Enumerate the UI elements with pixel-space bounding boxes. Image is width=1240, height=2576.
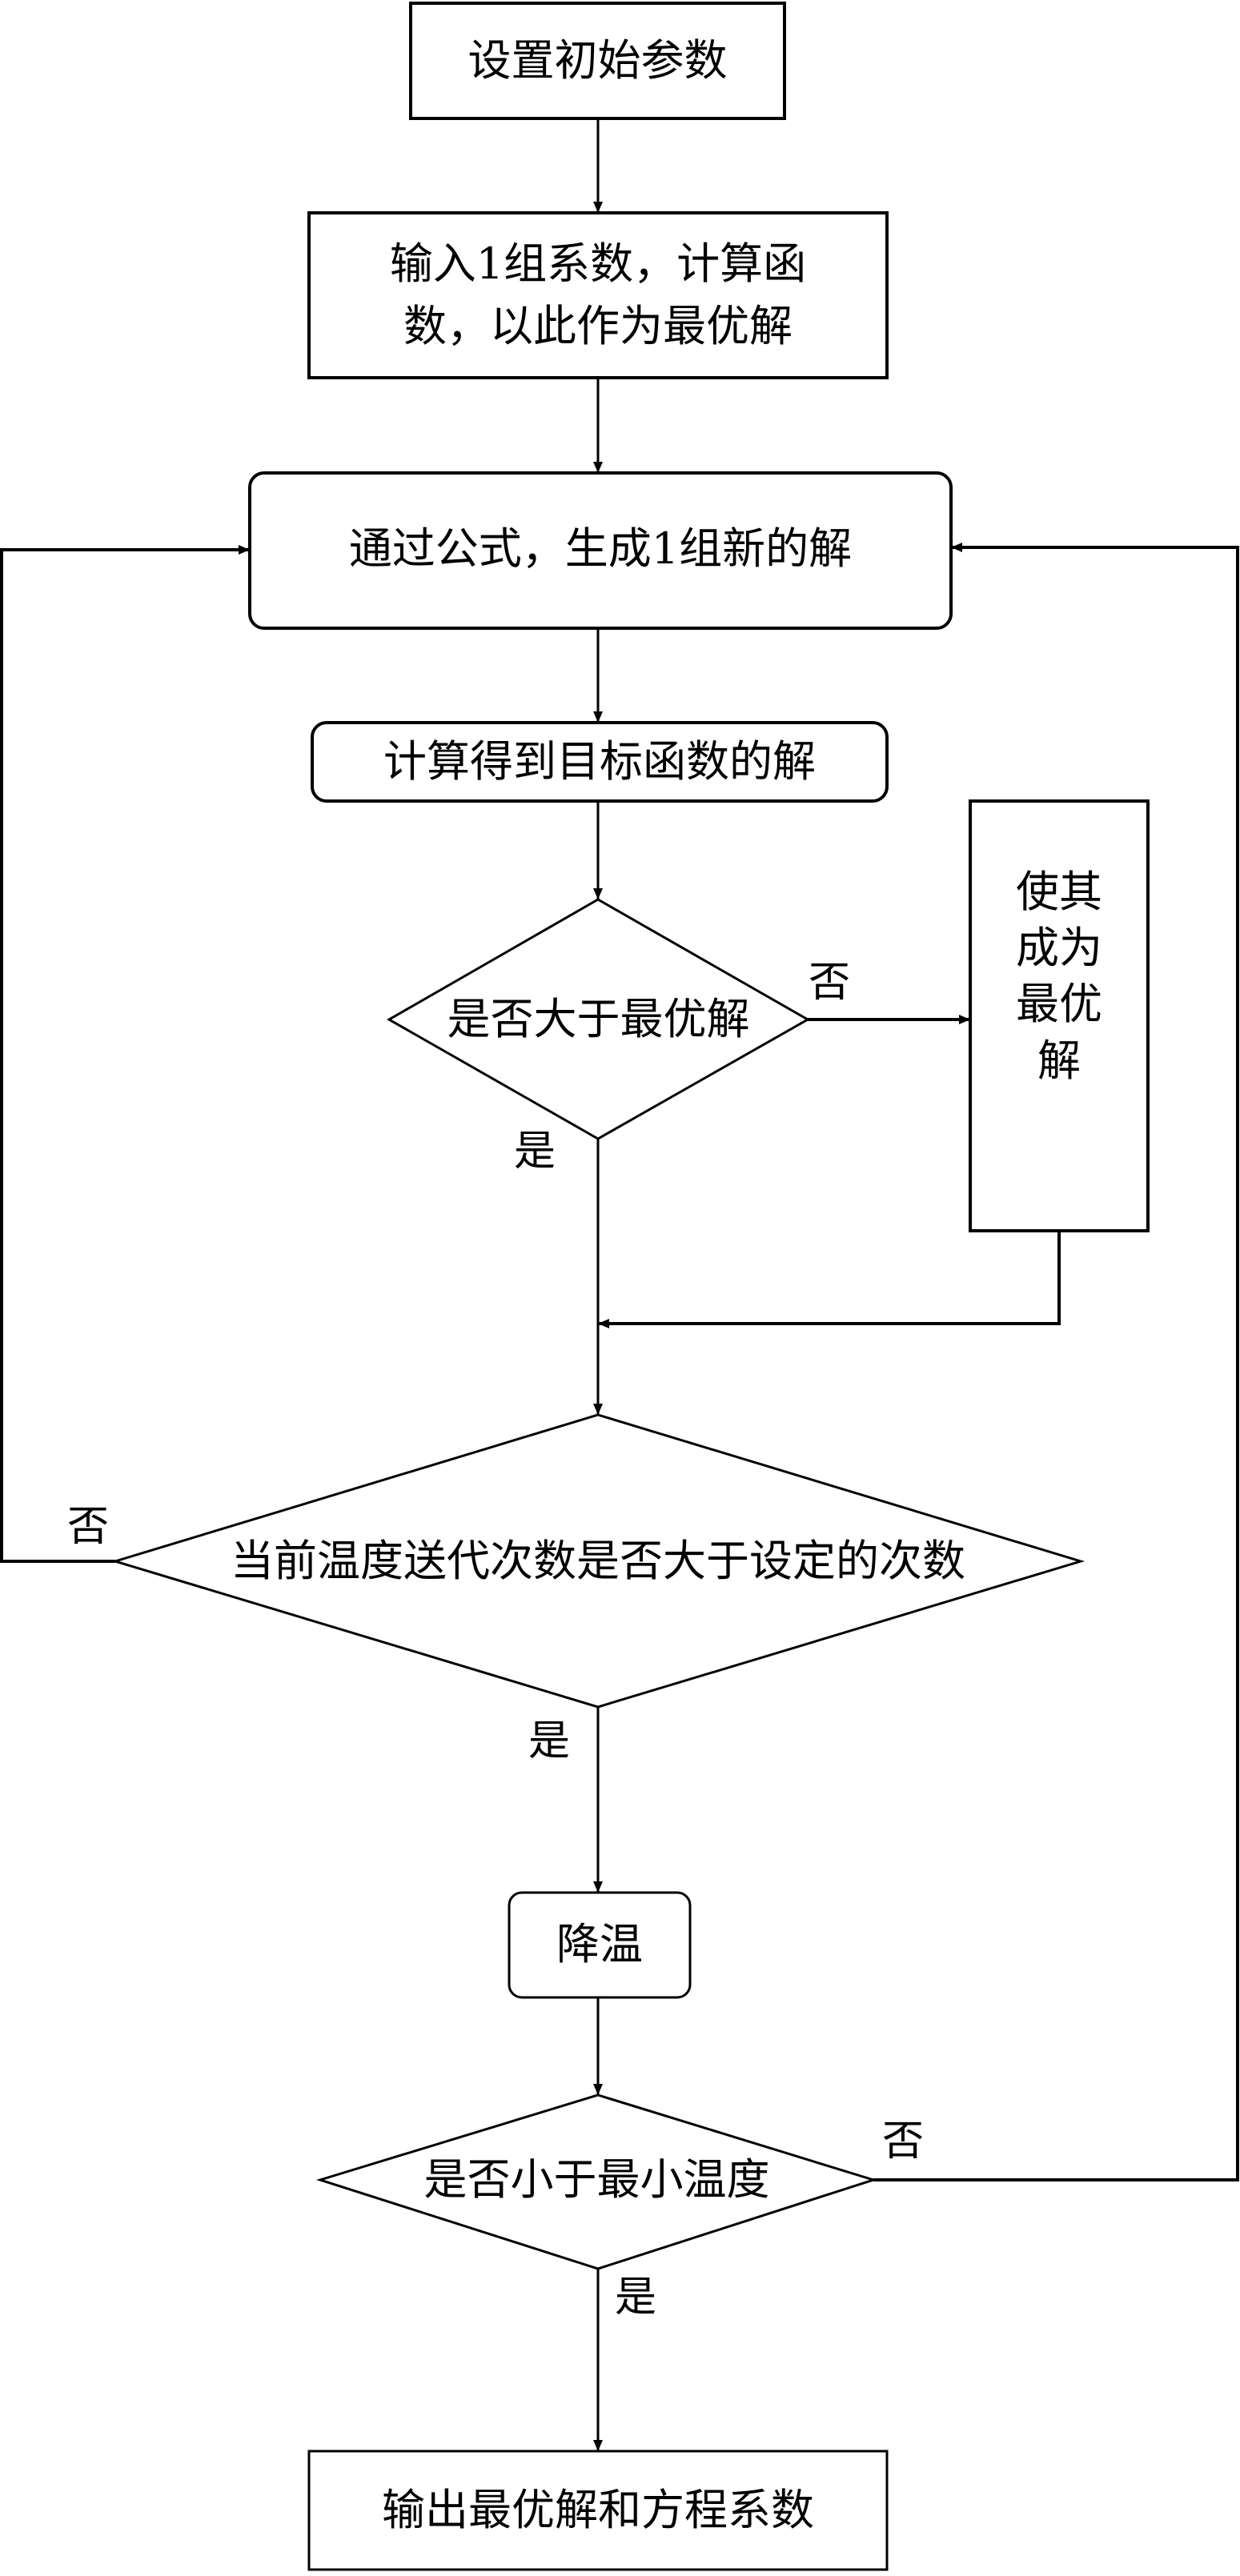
edge-label-iter-no: 否 (67, 1503, 110, 1551)
decision-better-label: 是否大于最优解 (447, 993, 750, 1044)
node-output-label: 输出最优解和方程系数 (382, 2484, 814, 2535)
node-cool-label: 降温 (556, 1919, 643, 1970)
edge-label-better-yes: 是 (514, 1128, 556, 1176)
node-compute-shape (311, 721, 889, 803)
decision-temp-label: 是否小于最小温度 (423, 2153, 770, 2205)
edge-label-temp-yes: 是 (615, 2274, 657, 2322)
edge-makebest-merge (598, 1231, 1061, 1328)
edge-label-better-no: 否 (809, 959, 851, 1007)
edge-label-iter-yes: 是 (528, 1717, 571, 1765)
edge-label-temp-no: 否 (882, 2117, 925, 2165)
edge-iter-no-loop (0, 545, 250, 1563)
node-cool-shape (508, 1891, 692, 1999)
edge-temp-no-loop (873, 543, 1239, 2181)
decision-iter-label: 当前温度送代次数是否大于设定的次数 (231, 1535, 965, 1586)
node-generate-label: 通过公式，生成1组新的解 (348, 523, 853, 574)
node-make-best-label: 使其 成为 最优 解 (1016, 867, 1102, 1086)
node-compute-label: 计算得到目标函数的解 (383, 735, 816, 787)
node-init-label: 设置初始参数 (468, 34, 728, 86)
node-input-label: 输入1组系数，计算函 数，以此作为最优解 (389, 238, 807, 351)
